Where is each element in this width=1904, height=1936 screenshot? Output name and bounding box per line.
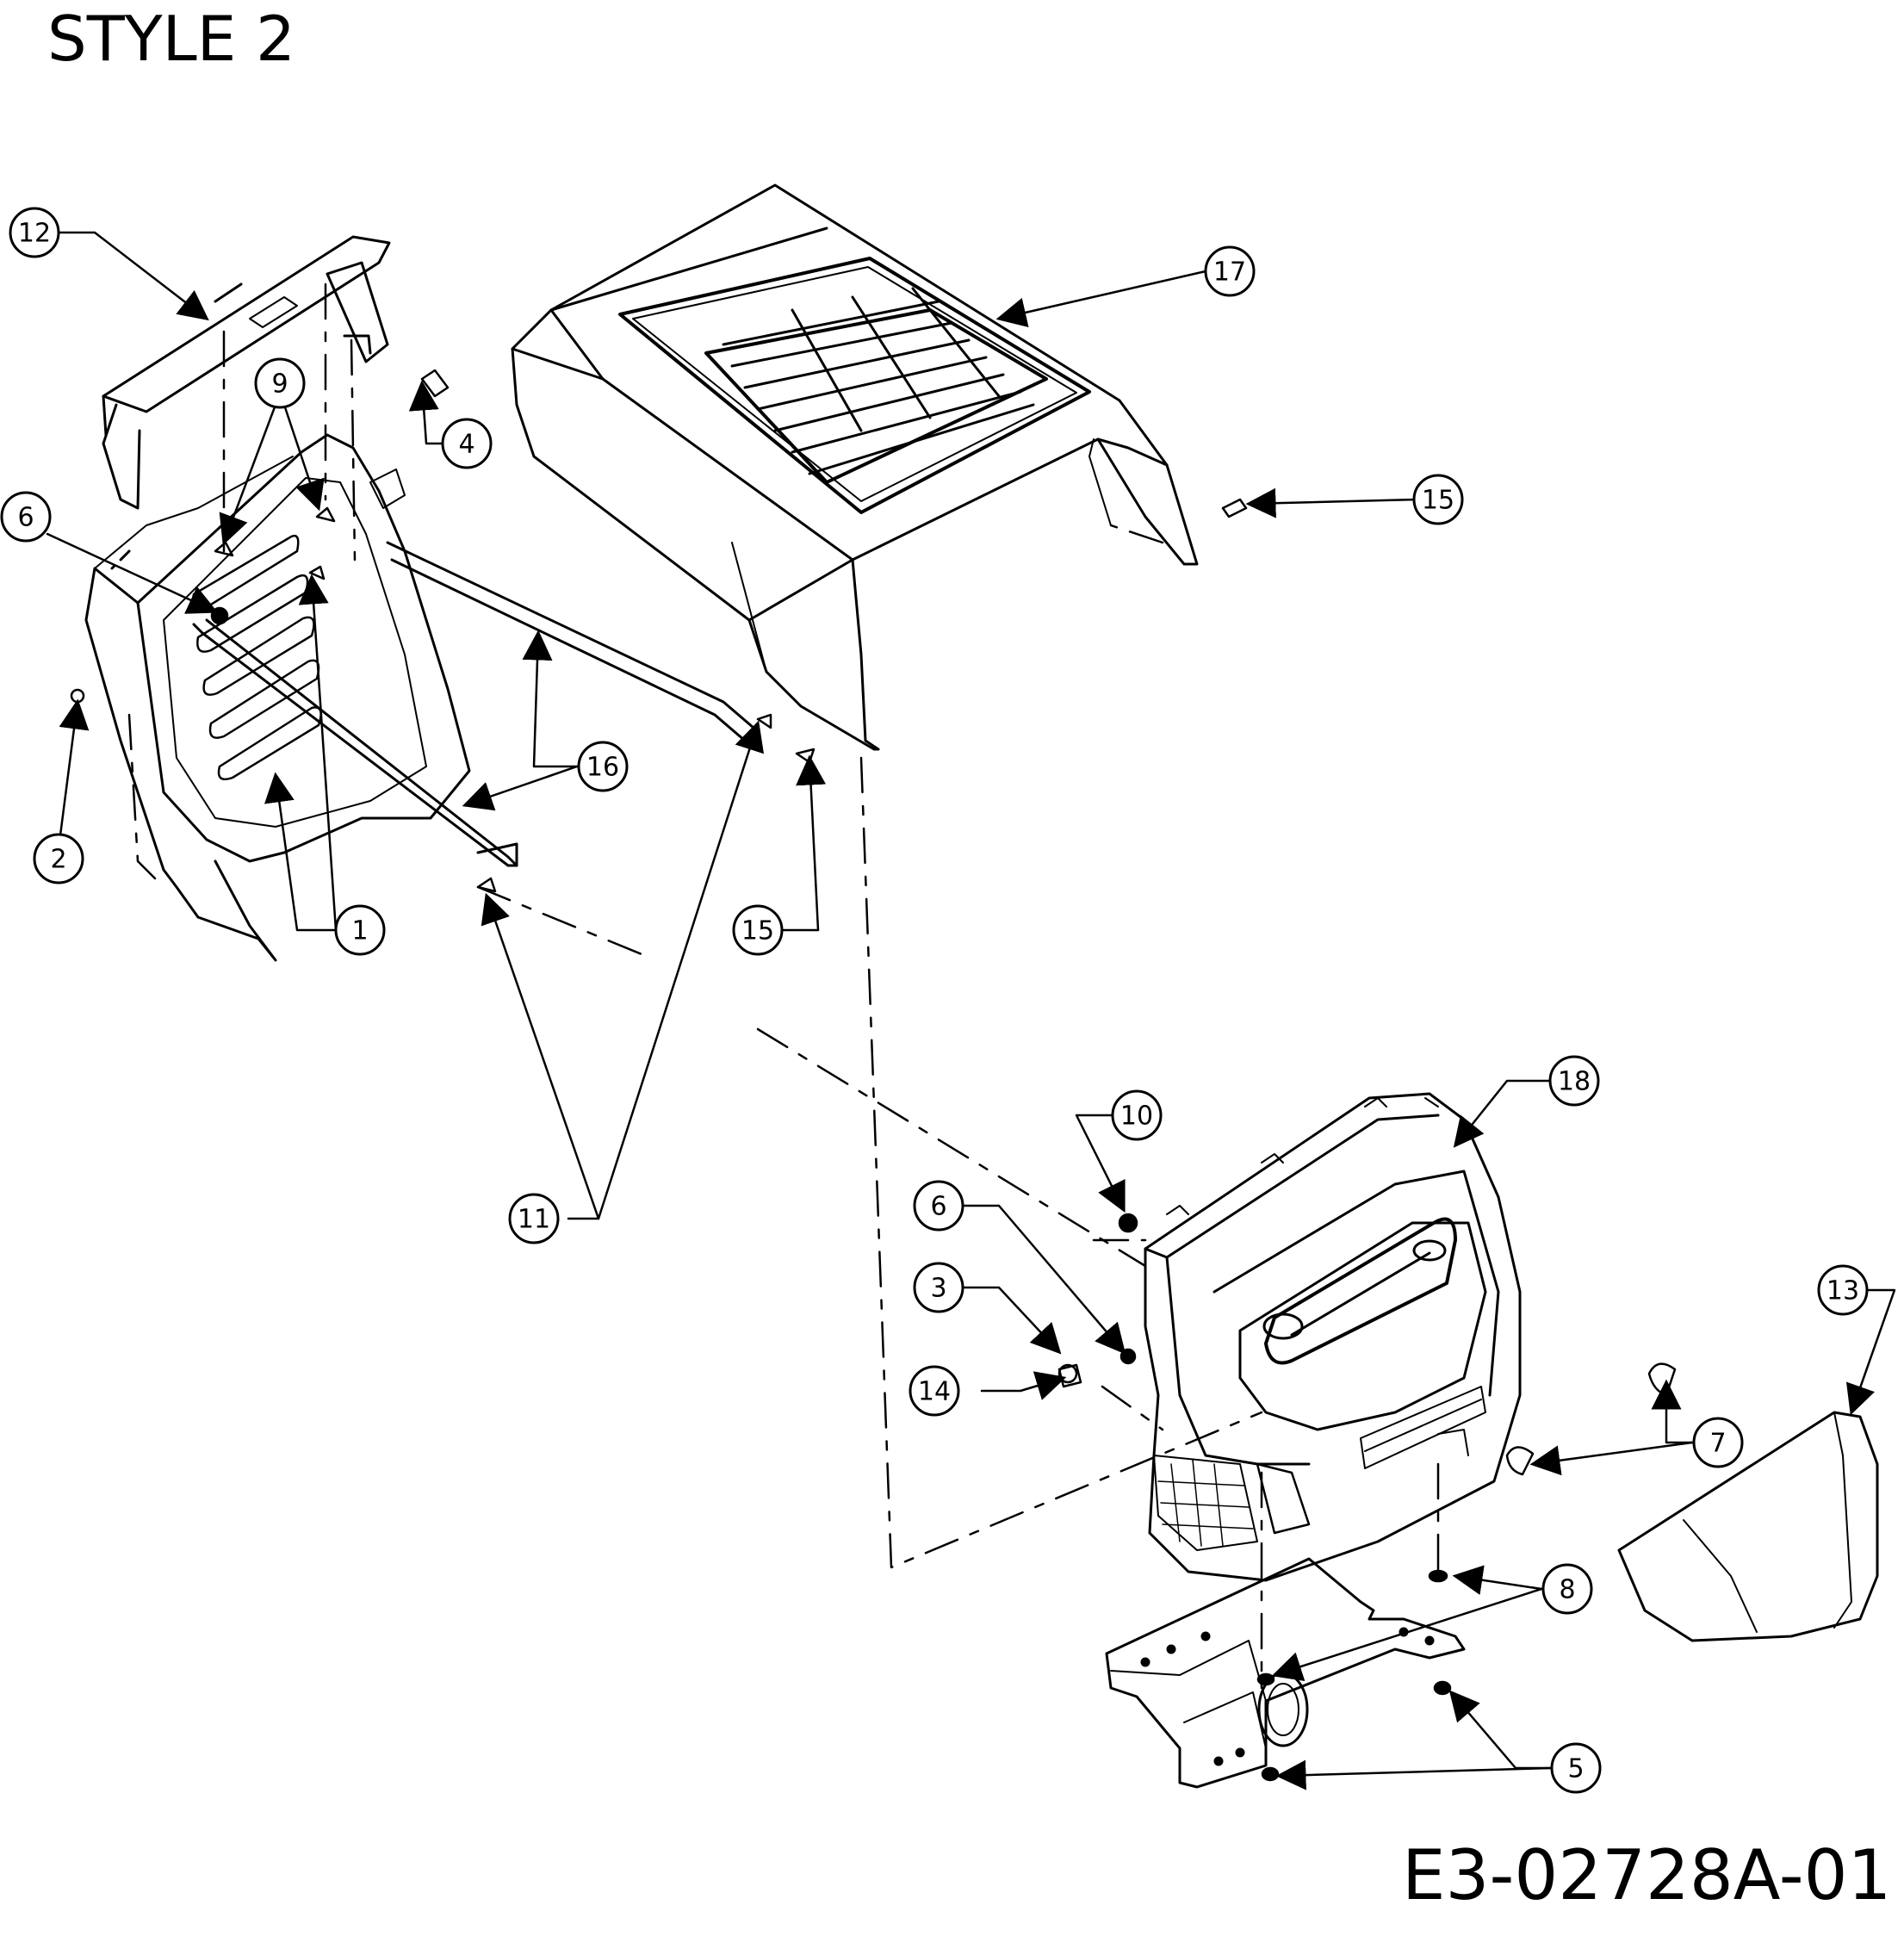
svg-text:12: 12 <box>18 219 51 249</box>
svg-text:11: 11 <box>518 1205 550 1235</box>
callout-10: 10 <box>1111 1089 1163 1141</box>
svg-text:8: 8 <box>1559 1575 1575 1605</box>
callout-7: 7 <box>1692 1417 1744 1468</box>
svg-text:2: 2 <box>50 845 66 875</box>
callout-17: 17 <box>1204 245 1256 297</box>
svg-text:6: 6 <box>17 503 34 533</box>
callout-2: 2 <box>33 833 84 884</box>
callout-6-left: 6 <box>0 491 52 543</box>
callout-11: 11 <box>508 1193 560 1244</box>
hood-grille <box>618 257 1091 514</box>
callout-6-right: 6 <box>913 1180 964 1232</box>
svg-text:7: 7 <box>1709 1429 1726 1459</box>
svg-text:18: 18 <box>1558 1067 1591 1097</box>
svg-text:13: 13 <box>1826 1276 1859 1306</box>
drawing-number: E3-02728A-01 <box>1402 1835 1892 1915</box>
callout-16: 16 <box>577 741 629 792</box>
callout-4: 4 <box>441 418 493 469</box>
svg-text:15: 15 <box>1422 486 1454 516</box>
svg-text:15: 15 <box>741 916 774 946</box>
part-front-grille-housing <box>1144 1092 1522 1582</box>
svg-text:1: 1 <box>351 916 368 946</box>
callout-1: 1 <box>334 904 386 956</box>
svg-text:14: 14 <box>918 1377 951 1407</box>
callout-13: 13 <box>1817 1264 1869 1316</box>
callouts: 12 9 4 6 2 1 16 11 15 17 15 18 10 6 3 14… <box>0 207 1869 1794</box>
callout-18: 18 <box>1548 1055 1600 1107</box>
callout-9: 9 <box>254 357 306 409</box>
part-hood <box>511 183 1199 751</box>
callout-15-lower: 15 <box>732 904 784 956</box>
callout-15-upper: 15 <box>1412 474 1464 525</box>
svg-text:10: 10 <box>1120 1101 1153 1132</box>
part-dash-top-trim <box>102 235 391 510</box>
svg-text:5: 5 <box>1567 1754 1584 1784</box>
svg-text:6: 6 <box>930 1192 946 1222</box>
part-mounting-bracket <box>1105 1557 1466 1789</box>
svg-text:3: 3 <box>930 1274 946 1304</box>
svg-text:9: 9 <box>271 369 288 400</box>
callout-12: 12 <box>9 207 60 258</box>
leader-lines <box>46 231 1896 1790</box>
callout-5: 5 <box>1550 1742 1602 1794</box>
callout-14: 14 <box>909 1365 960 1417</box>
svg-text:17: 17 <box>1213 258 1246 288</box>
part-hood-support-rods <box>192 541 760 867</box>
svg-text:4: 4 <box>458 430 474 460</box>
callout-8: 8 <box>1541 1563 1593 1615</box>
callout-3: 3 <box>913 1262 964 1313</box>
alignment-lines <box>127 282 1440 1690</box>
svg-text:16: 16 <box>586 753 619 783</box>
part-dash-panel <box>84 433 471 962</box>
diagram-title: STYLE 2 <box>47 3 295 75</box>
